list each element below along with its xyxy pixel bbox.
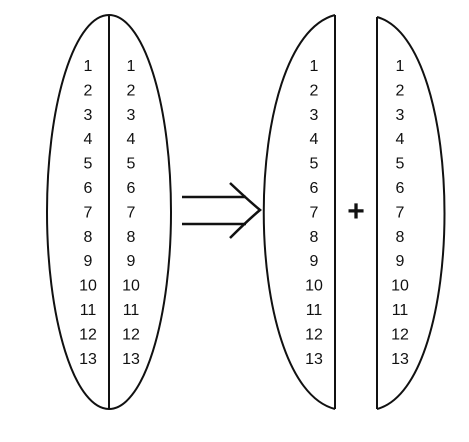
number-label: 6: [310, 180, 319, 197]
number-label: 5: [127, 156, 136, 173]
implies-arrow-icon: [182, 182, 262, 239]
number-label: 1: [127, 58, 136, 75]
number-label: 7: [310, 204, 319, 221]
number-label: 12: [391, 326, 409, 343]
number-label: 9: [396, 253, 405, 270]
left-half-ellipse: [262, 14, 336, 410]
number-label: 6: [127, 180, 136, 197]
number-label: 12: [79, 326, 97, 343]
number-label: 3: [396, 107, 405, 124]
number-label: 8: [84, 229, 93, 246]
number-label: 5: [396, 156, 405, 173]
number-label: 7: [84, 204, 93, 221]
number-label: 11: [306, 302, 323, 319]
number-label: 10: [391, 278, 409, 295]
number-label: 9: [84, 253, 93, 270]
number-label: 4: [84, 131, 93, 148]
whole-ellipse: [46, 14, 172, 410]
number-label: 11: [392, 302, 409, 319]
number-label: 10: [79, 278, 97, 295]
number-label: 4: [396, 131, 405, 148]
number-label: 1: [310, 58, 319, 75]
number-label: 3: [127, 107, 136, 124]
right-half-ellipse: [376, 16, 446, 410]
number-label: 13: [305, 351, 323, 368]
number-label: 12: [122, 326, 140, 343]
number-label: 4: [310, 131, 319, 148]
number-label: 5: [310, 156, 319, 173]
number-label: 10: [122, 278, 140, 295]
number-label: 8: [310, 229, 319, 246]
number-label: 11: [123, 302, 140, 319]
number-label: 5: [84, 156, 93, 173]
number-label: 9: [310, 253, 319, 270]
number-label: 6: [396, 180, 405, 197]
number-label: 8: [127, 229, 136, 246]
number-label: 3: [84, 107, 93, 124]
number-label: 9: [127, 253, 136, 270]
plus-sign: +: [347, 195, 365, 228]
number-label: 13: [79, 351, 97, 368]
number-label: 13: [391, 351, 409, 368]
number-label: 2: [396, 82, 405, 99]
number-label: 10: [305, 278, 323, 295]
number-label: 6: [84, 180, 93, 197]
number-label: 1: [396, 58, 405, 75]
number-label: 7: [127, 204, 136, 221]
number-label: 1: [84, 58, 93, 75]
number-label: 3: [310, 107, 319, 124]
number-label: 2: [310, 82, 319, 99]
number-label: 8: [396, 229, 405, 246]
number-label: 7: [396, 204, 405, 221]
number-label: 2: [127, 82, 136, 99]
number-label: 12: [305, 326, 323, 343]
number-label: 4: [127, 131, 136, 148]
number-label: 13: [122, 351, 140, 368]
number-label: 2: [84, 82, 93, 99]
number-label: 11: [80, 302, 97, 319]
